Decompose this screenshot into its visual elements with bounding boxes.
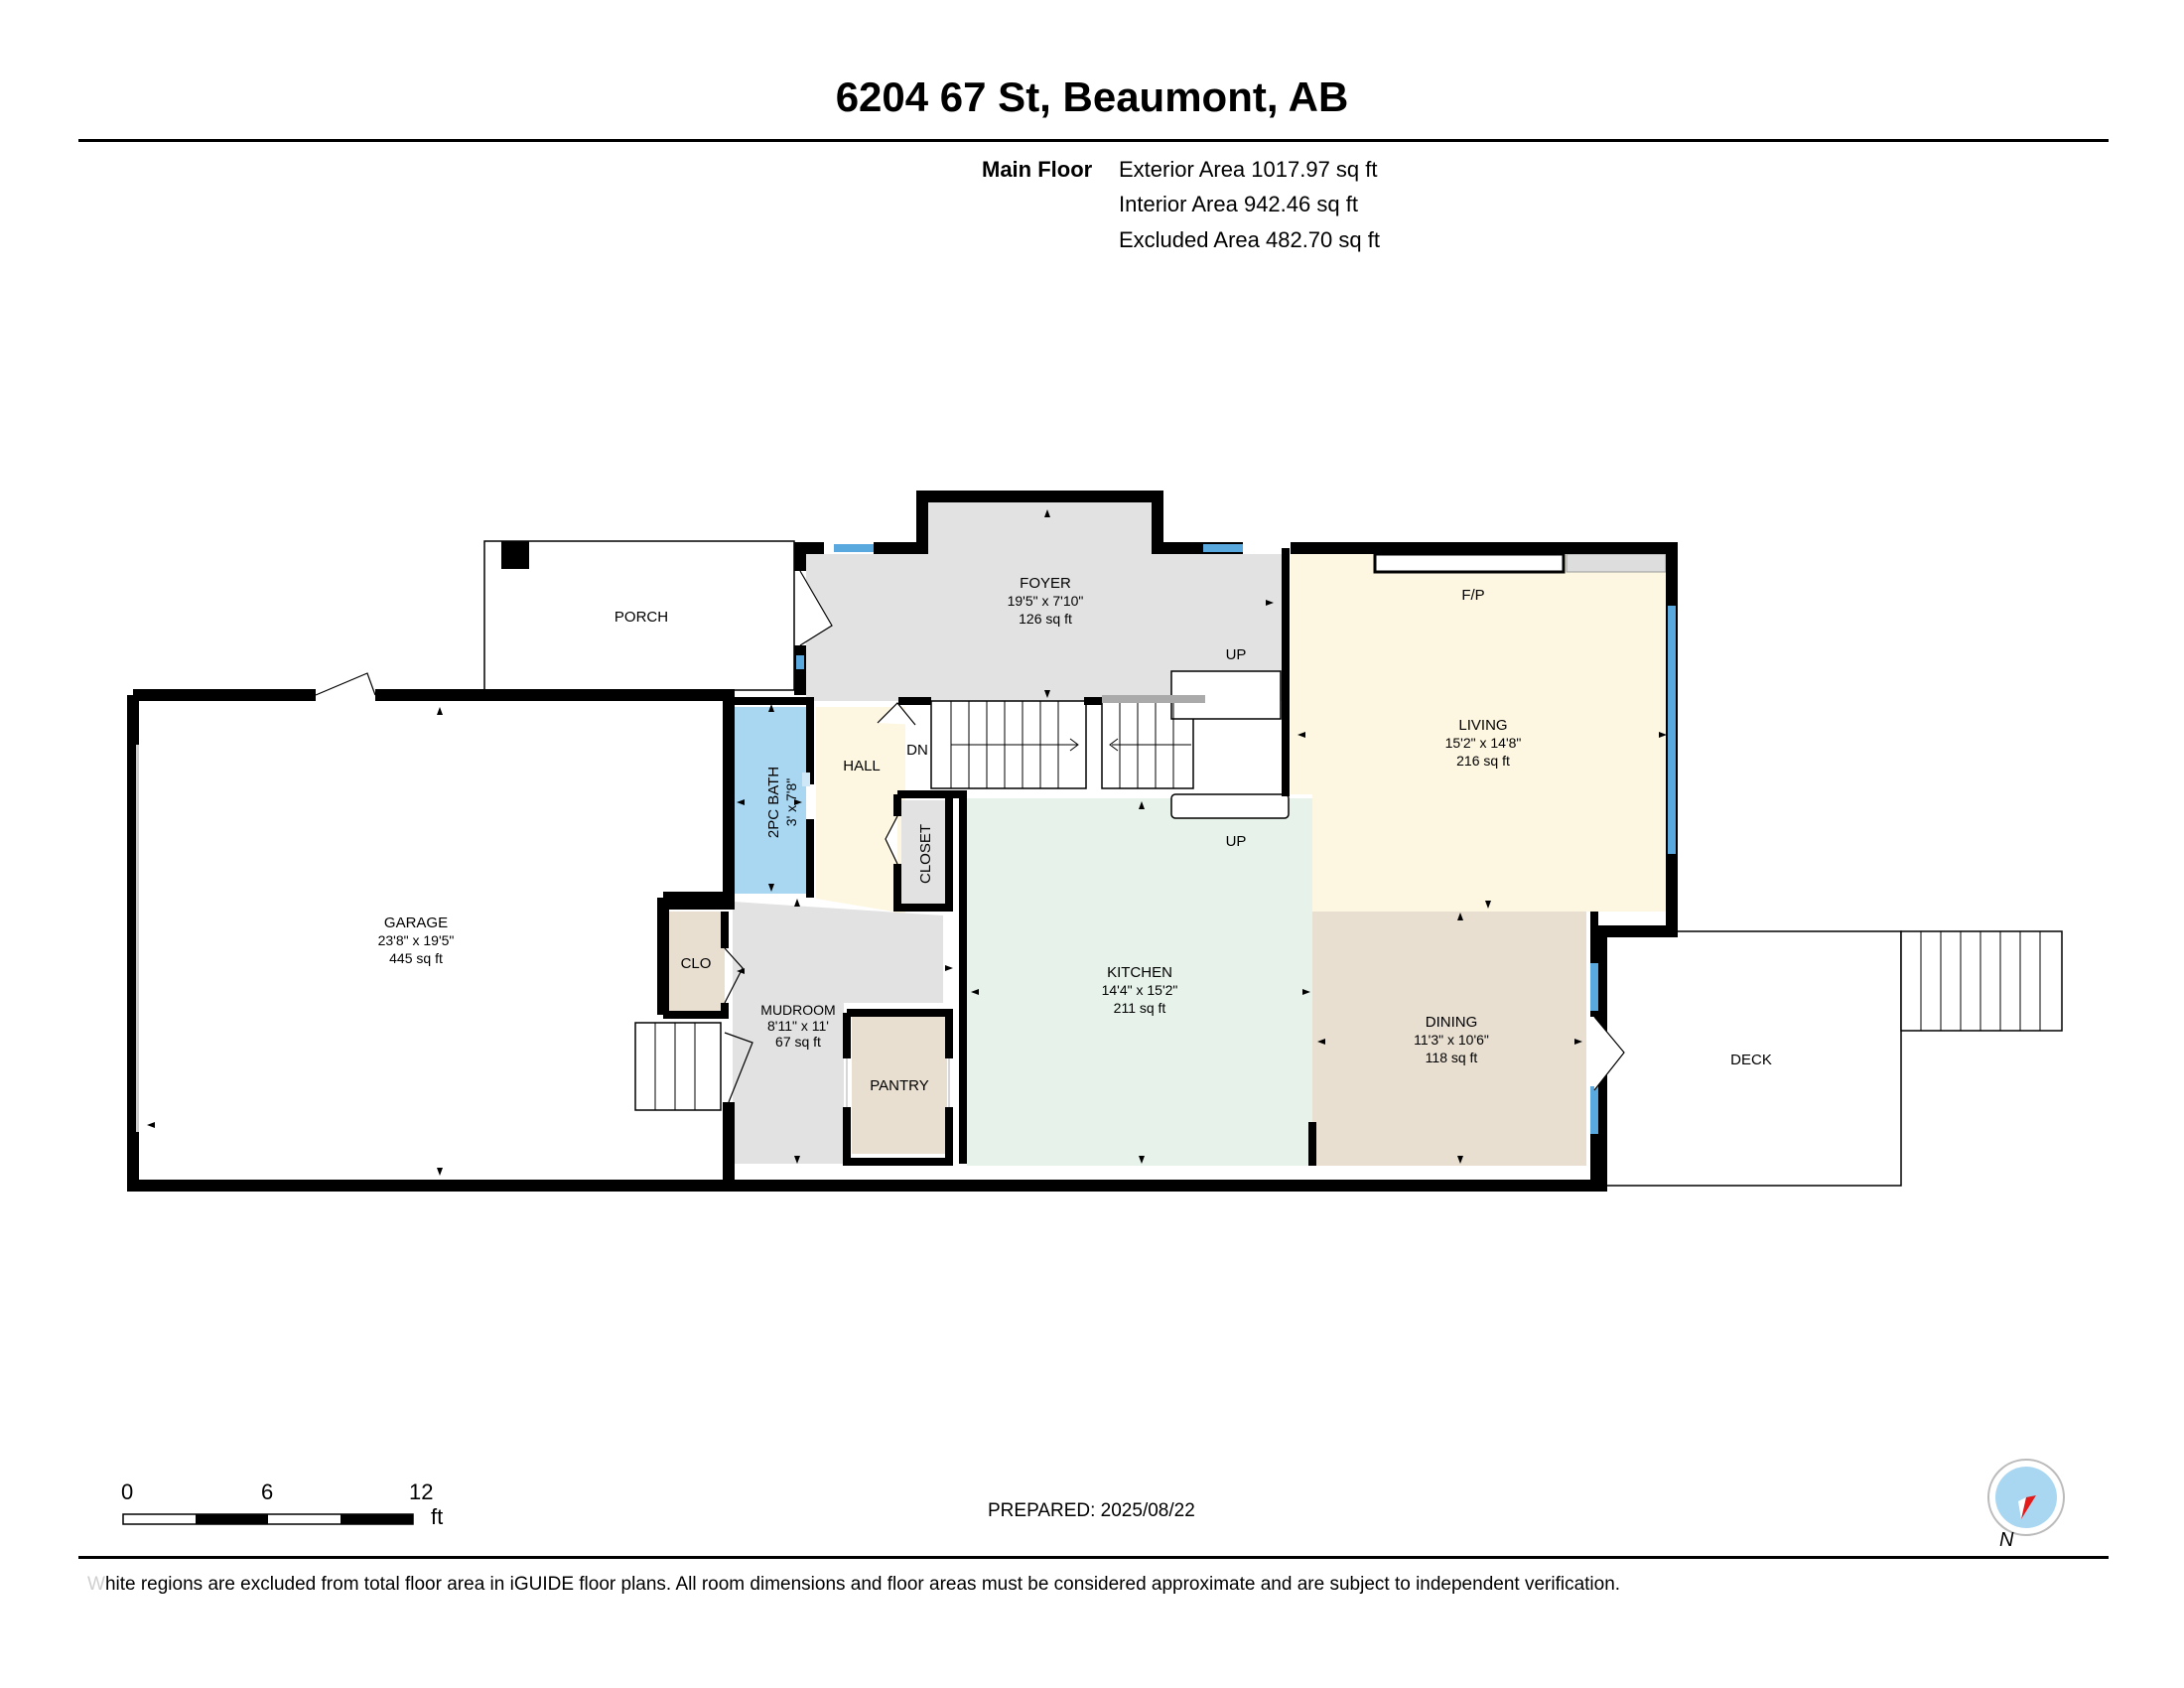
garage-room	[139, 697, 721, 1186]
interior-stairs	[930, 670, 1290, 819]
bath-dims: 3' x 7'8"	[783, 778, 799, 826]
stair-up-top: UP	[1226, 646, 1247, 663]
deck-stairs	[1900, 930, 2063, 1032]
mudroom-area: 67 sq ft	[775, 1034, 821, 1050]
stair-up-bottom: UP	[1226, 833, 1247, 850]
scale-bar	[122, 1513, 414, 1525]
dining-name: DINING	[1426, 1014, 1478, 1031]
windows	[136, 544, 1676, 1134]
mudroom-name: MUDROOM	[760, 1002, 835, 1018]
porch-name: PORCH	[614, 609, 668, 626]
pantry-room	[852, 1017, 947, 1154]
compass-north-label: N	[1999, 1529, 2014, 1551]
fireplace-label: F/P	[1461, 587, 1484, 604]
garage-stairs	[634, 1022, 722, 1111]
living-cabinet	[1566, 553, 1667, 573]
deck-name: DECK	[1730, 1052, 1772, 1068]
porch-post	[501, 541, 529, 569]
kitchen-room	[967, 798, 1312, 1166]
kitchen-name: KITCHEN	[1107, 964, 1172, 981]
porch-area	[483, 540, 795, 691]
foyer-dims: 19'5" x 7'10"	[1008, 593, 1084, 609]
prepared-date: PREPARED: 2025/08/22	[988, 1500, 1195, 1521]
living-area: 216 sq ft	[1456, 753, 1510, 769]
hall-room	[816, 707, 905, 914]
stair-down: DN	[906, 742, 928, 759]
pantry-name: PANTRY	[870, 1077, 928, 1094]
foyer-name: FOYER	[1020, 575, 1071, 592]
living-name: LIVING	[1458, 717, 1507, 734]
closet-room	[901, 800, 947, 906]
hall-name: HALL	[843, 758, 881, 774]
disclaimer-prefix: W	[87, 1574, 105, 1595]
dining-room	[1312, 912, 1586, 1166]
dining-dims: 11'3" x 10'6"	[1414, 1032, 1489, 1048]
kitchen-area: 211 sq ft	[1114, 1000, 1166, 1016]
clo-name: CLO	[681, 955, 712, 972]
mudroom-room	[733, 902, 943, 1164]
garage-area: 445 sq ft	[389, 950, 443, 966]
compass-icon	[1987, 1459, 2065, 1536]
closet-name: CLOSET	[917, 824, 934, 884]
floor-name: Main Floor	[982, 157, 1093, 182]
scale-tick-12: 12	[409, 1479, 434, 1504]
foyer-area: 126 sq ft	[1019, 611, 1072, 627]
living-dims: 15'2" x 14'8"	[1445, 735, 1522, 751]
page-title: 6204 67 St, Beaumont, AB	[835, 73, 1349, 120]
bath-room	[733, 707, 806, 894]
foyer-room	[806, 502, 1286, 701]
fireplace-mantel	[1373, 552, 1566, 574]
kitchen-dims: 14'4" x 15'2"	[1102, 982, 1178, 998]
disclaimer: White regions are excluded from total fl…	[87, 1574, 1620, 1596]
interior-area: Interior Area 942.46 sq ft	[1119, 192, 1358, 216]
mudroom-dims: 8'11" x 11'	[767, 1018, 829, 1034]
exterior-area: Exterior Area 1017.97 sq ft	[1119, 157, 1378, 182]
scale-tick-6: 6	[261, 1479, 274, 1504]
footer-divider	[78, 1556, 2109, 1559]
garage-name: GARAGE	[384, 914, 448, 931]
scale-unit: ft	[431, 1504, 444, 1529]
clo-room	[667, 912, 725, 1011]
dining-area: 118 sq ft	[1426, 1050, 1478, 1065]
header-divider	[78, 139, 2109, 142]
living-room	[1291, 554, 1668, 912]
excluded-area: Excluded Area 482.70 sq ft	[1119, 227, 1380, 252]
disclaimer-text: hite regions are excluded from total flo…	[104, 1574, 1621, 1595]
exterior-walls	[127, 491, 1678, 1192]
dimension-arrows	[147, 509, 1667, 1176]
scale-tick-0: 0	[121, 1479, 134, 1504]
garage-dims: 23'8" x 19'5"	[378, 932, 455, 948]
doors	[315, 570, 1625, 1107]
bath-name: 2PC BATH	[765, 767, 782, 838]
interior-walls	[663, 548, 1598, 1182]
